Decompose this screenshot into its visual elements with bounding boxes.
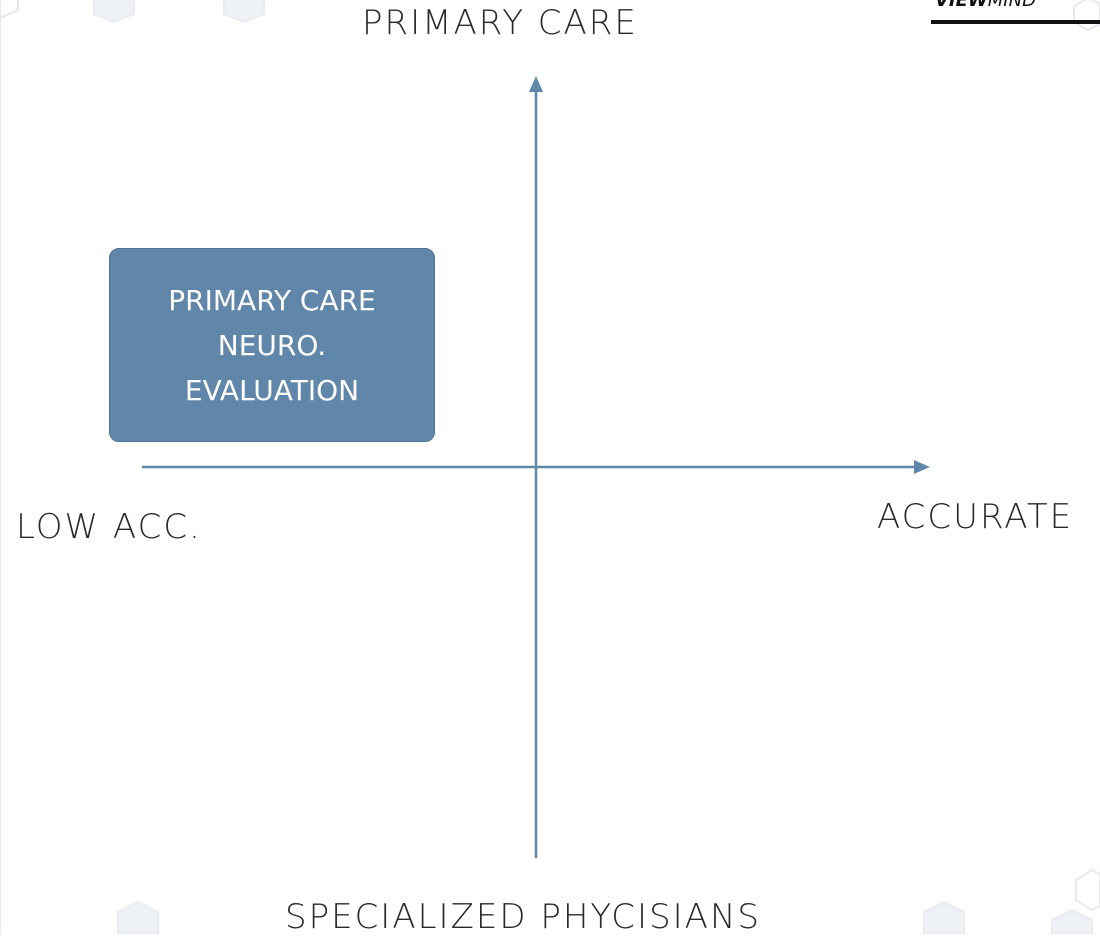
hexagon-decor [1075,868,1100,912]
logo-bold-part: VIEW [935,0,988,11]
hexagon-decor [1051,908,1093,934]
quadrant-box-line: PRIMARY CARE [168,283,376,317]
logo-wordmark: VIEWMIND [935,0,1036,11]
top-axis-label: PRIMARY CARE [362,3,638,43]
hexagon-decor [223,0,265,24]
left-axis-label: LOW ACC. [16,507,202,547]
slide-left-edge [0,0,1,934]
right-axis-label: ACCURATE [877,497,1074,537]
quadrant-box-line: NEURO. [217,328,327,362]
hexagon-decor [923,900,965,934]
hexagon-decor [0,0,19,20]
quadrant-box-text: PRIMARY CARE NEURO. EVALUATION [168,278,375,413]
primary-care-quadrant-box: PRIMARY CARE NEURO. EVALUATION [109,248,435,442]
bottom-axis-label: SPECIALIZED PHYCISIANS [285,897,761,937]
logo-light-part: MIND [987,0,1036,11]
horizontal-axis-arrowhead [914,460,930,474]
hexagon-decor [117,900,159,934]
quadrant-box-line: EVALUATION [184,373,360,407]
hexagon-decor [93,0,135,24]
vertical-axis-arrowhead [529,76,543,92]
viewmind-logo: VIEWMIND [931,0,1100,28]
logo-underline [931,20,1100,24]
